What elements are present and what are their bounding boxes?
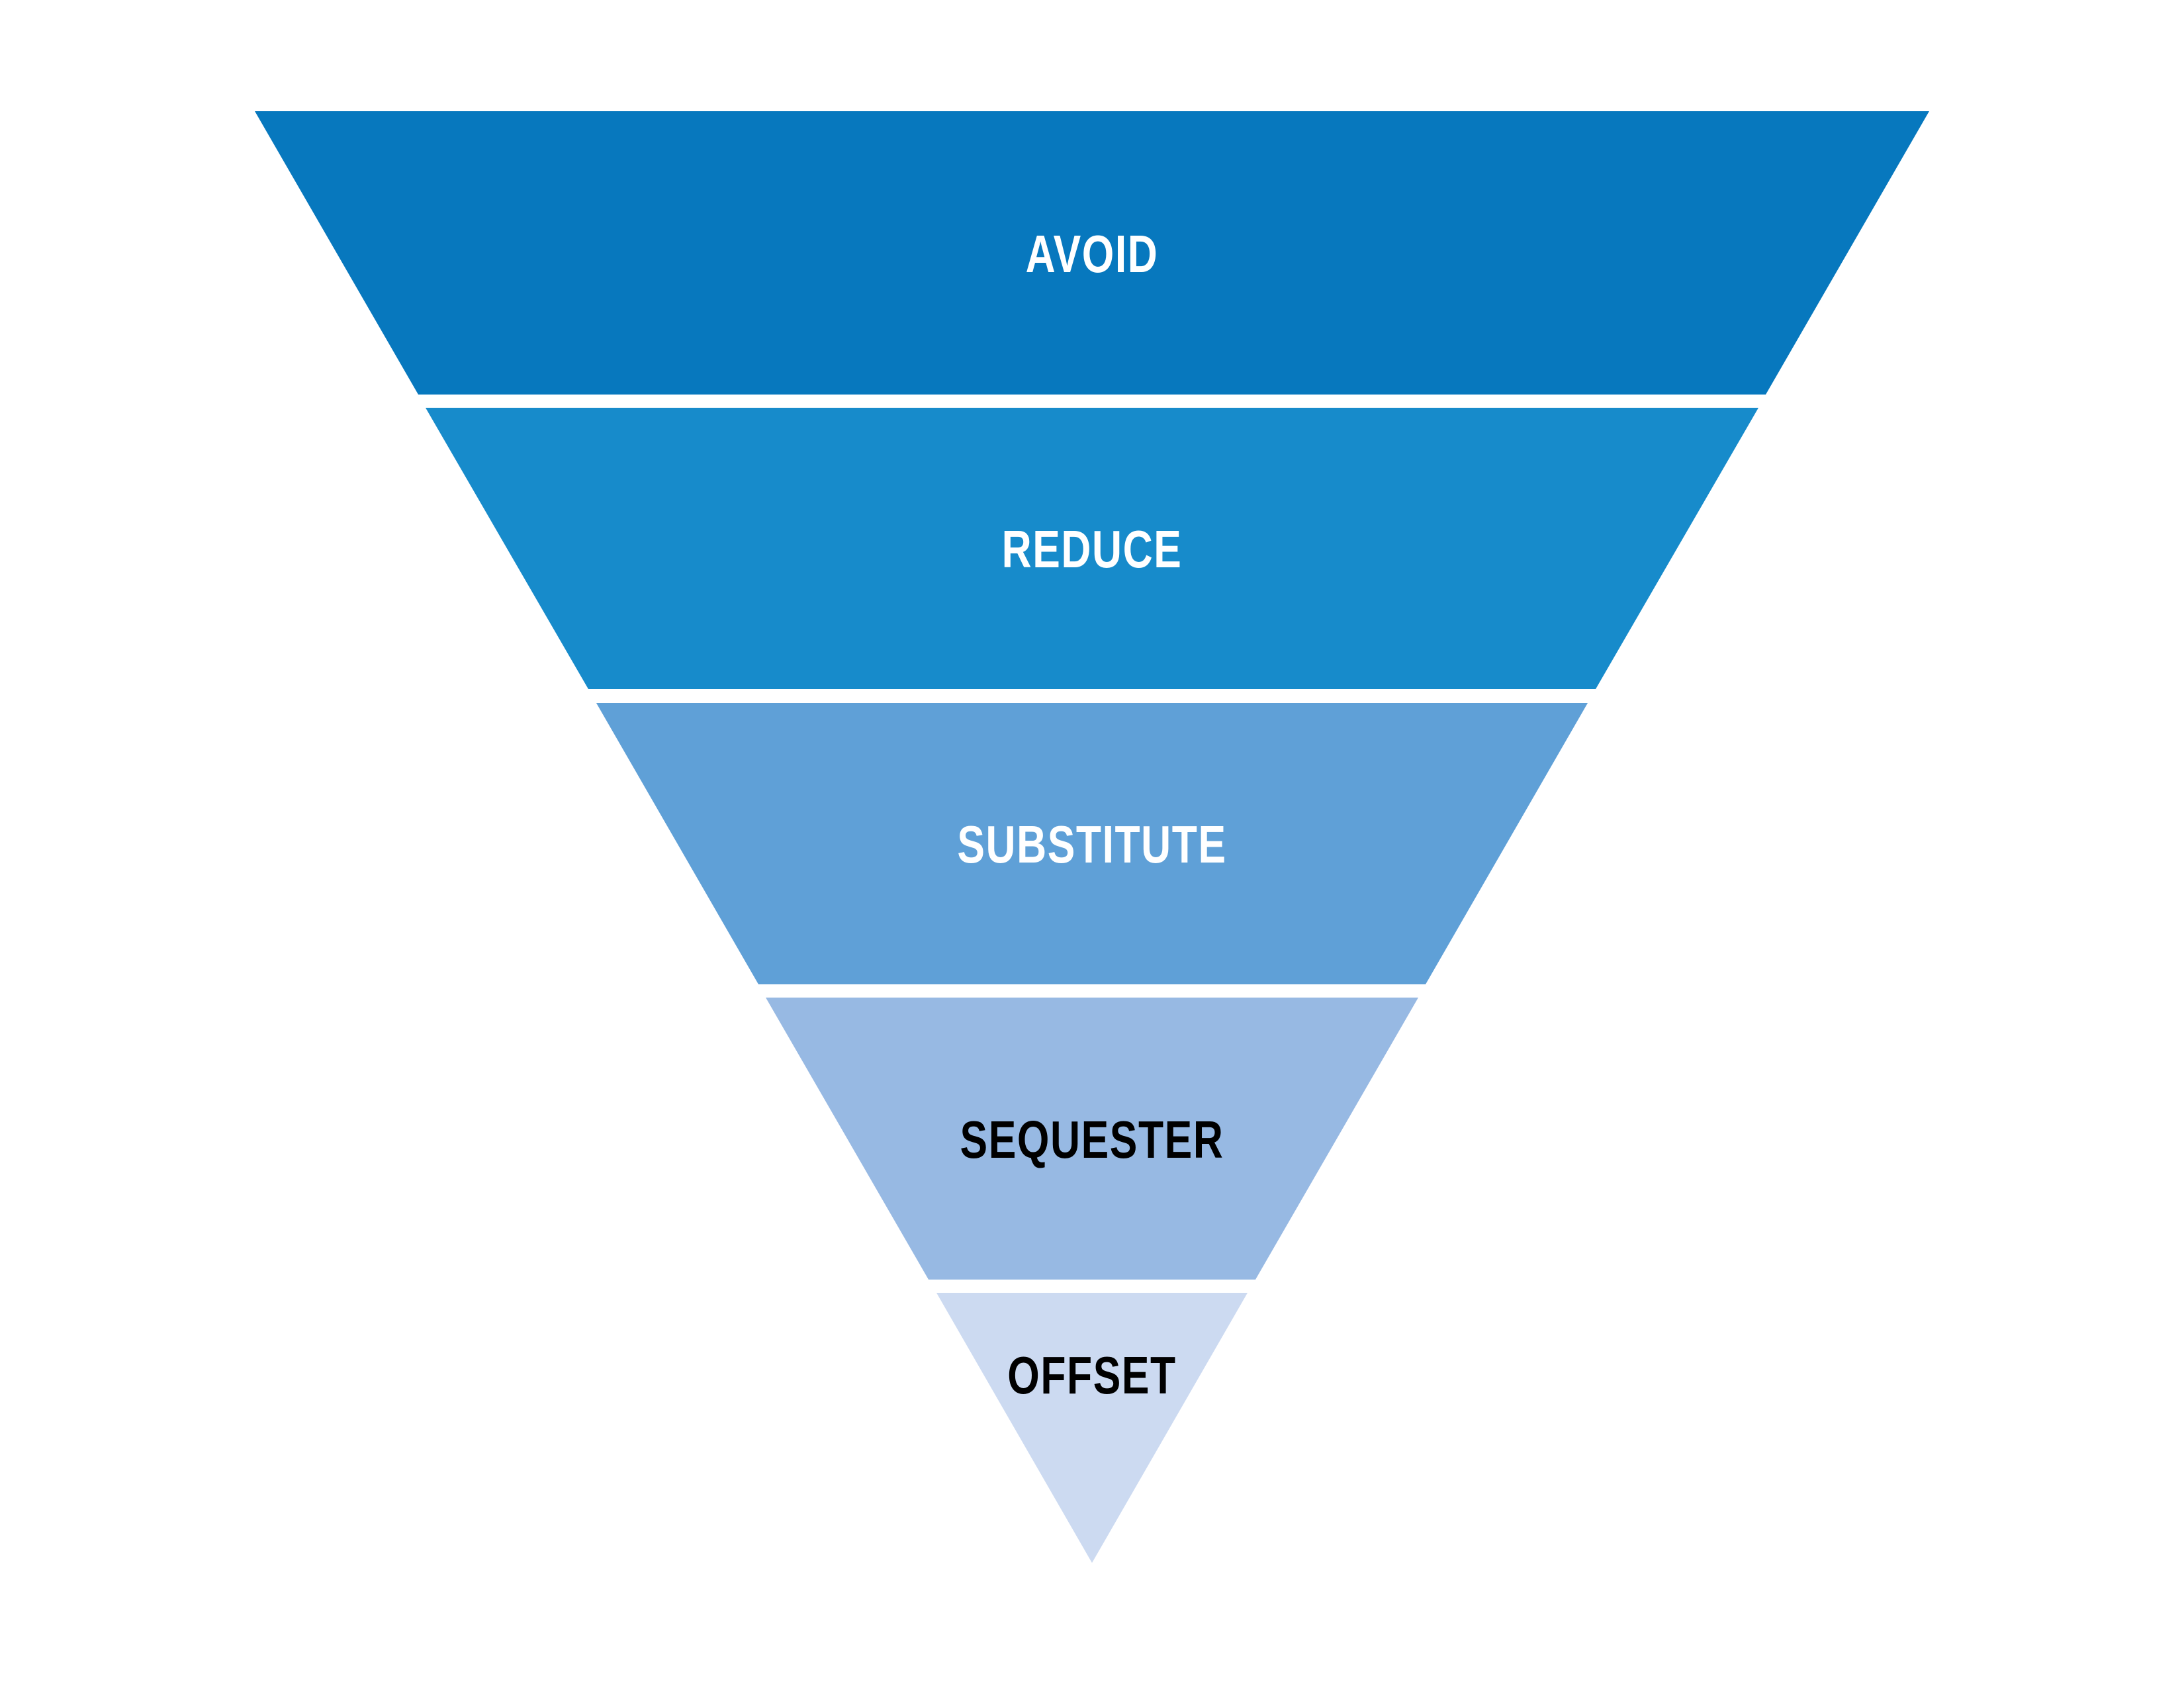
funnel-segment-offset xyxy=(936,1293,1248,1563)
funnel-label-offset: OFFSET xyxy=(1007,1346,1176,1405)
funnel-segment-avoid xyxy=(255,111,1929,395)
funnel-label-substitute: SUBSTITUTE xyxy=(957,816,1226,874)
funnel-label-sequester: SEQUESTER xyxy=(960,1111,1224,1170)
funnel-segment-sequester xyxy=(766,998,1418,1280)
funnel-segment-substitute xyxy=(596,703,1588,984)
funnel-label-reduce: REDUCE xyxy=(1002,520,1183,579)
funnel-layers: AVOID REDUCE SUBSTITUTE SEQUESTER OFFSET xyxy=(255,111,1929,1563)
funnel-segment-reduce xyxy=(426,408,1758,689)
funnel-label-avoid: AVOID xyxy=(1026,225,1159,284)
